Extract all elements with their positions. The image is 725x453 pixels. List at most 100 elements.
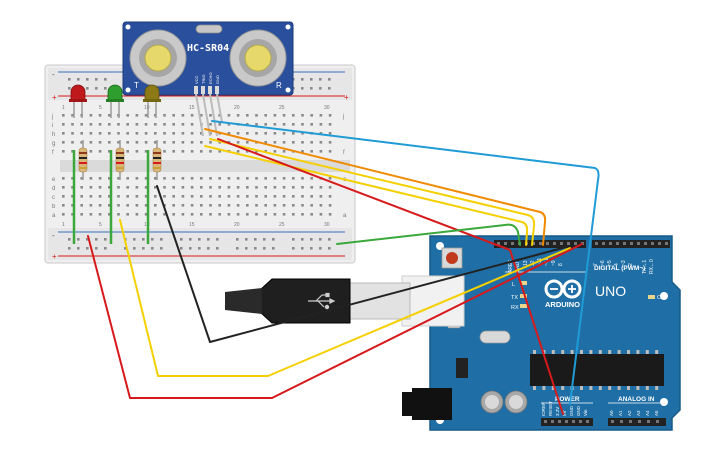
rail-hole — [68, 78, 71, 81]
rail-hole — [95, 247, 98, 250]
wire-black — [156, 185, 571, 343]
breadboard-hole — [209, 114, 212, 117]
breadboard-hole — [117, 132, 120, 135]
reset-button-cap[interactable] — [446, 252, 458, 264]
breadboard-hole — [273, 141, 277, 144]
rail-hole — [216, 247, 219, 250]
breadboard-hole — [236, 141, 240, 144]
breadboard-hole — [135, 132, 139, 135]
breadboard-hole — [80, 213, 83, 216]
rail-hole — [328, 87, 331, 90]
breadboard-hole — [301, 114, 304, 117]
breadboard-hole — [292, 195, 295, 198]
rail-hole — [236, 247, 239, 250]
header-pin — [647, 420, 650, 423]
breadboard-hole — [319, 186, 323, 189]
rail-hole — [86, 247, 89, 250]
breadboard-hole — [319, 150, 323, 153]
power-pin-label: RESET — [548, 401, 553, 416]
breadboard-hole — [89, 213, 93, 216]
analog-pin-label: A3 — [636, 410, 641, 416]
breadboard-hole — [172, 123, 175, 126]
analog-pin-label: A0 — [609, 410, 614, 416]
breadboard-hole — [200, 213, 203, 216]
breadboard-hole — [190, 114, 194, 117]
breadboard-hole — [227, 186, 231, 189]
breadboard-hole — [264, 114, 267, 117]
breadboard-hole — [273, 177, 277, 180]
breadboard-hole — [255, 186, 258, 189]
breadboard-hole — [62, 141, 65, 144]
sensor-pin — [194, 86, 198, 94]
breadboard-hole — [154, 177, 157, 180]
breadboard-hole — [126, 141, 129, 144]
breadboard-hole — [218, 186, 221, 189]
digital-pin-label: 13 — [523, 260, 529, 266]
breadboard-hole — [62, 186, 65, 189]
breadboard-hole — [227, 195, 231, 198]
on-led-label: ON — [657, 295, 665, 301]
power-pin-label: IOREF — [541, 402, 546, 416]
breadboard-hole — [200, 141, 203, 144]
breadboard-hole — [273, 213, 277, 216]
breadboard-hole — [135, 114, 139, 117]
breadboard-hole — [301, 204, 304, 207]
rail-hole — [68, 247, 71, 250]
breadboard-hole — [144, 213, 148, 216]
breadboard-hole — [89, 132, 93, 135]
rail-hole — [95, 78, 98, 81]
rail-plus-label-bottom: + — [52, 252, 57, 261]
breadboard-hole — [301, 195, 304, 198]
rail-holes-bottom — [68, 238, 331, 250]
breadboard-hole — [255, 213, 258, 216]
breadboard-hole — [200, 204, 203, 207]
breadboard-hole — [62, 114, 65, 117]
chip-pin — [598, 350, 602, 354]
breadboard-hole — [135, 123, 139, 126]
mount-hole — [285, 87, 291, 93]
rail-minus-label: - — [52, 70, 55, 79]
breadboard-hole — [117, 213, 120, 216]
rail-hole — [151, 247, 154, 250]
breadboard-hole — [126, 123, 129, 126]
header-pin — [565, 420, 568, 423]
rail-hole — [292, 238, 295, 241]
rx-led — [520, 304, 527, 308]
mount-hole — [660, 398, 668, 406]
breadboard-hole — [255, 114, 258, 117]
chip-pin — [627, 386, 630, 390]
chip-pin — [589, 350, 593, 354]
breadboard-hole — [264, 213, 267, 216]
rail-hole — [301, 238, 304, 241]
wire-blue — [211, 120, 600, 405]
chip-pin — [655, 386, 659, 390]
breadboard-hole — [282, 141, 286, 144]
breadboard-hole — [126, 177, 129, 180]
column-number: 30 — [324, 222, 330, 228]
breadboard-hole — [154, 195, 157, 198]
breadboard-hole — [190, 141, 194, 144]
rail-hole — [328, 247, 331, 250]
chip-pin — [589, 386, 593, 390]
breadboard-hole — [80, 186, 83, 189]
breadboard-hole — [255, 195, 258, 198]
digital-pin-label: ~6 — [600, 260, 606, 266]
breadboard-hole — [319, 195, 323, 198]
sensor-t-mark: T — [134, 81, 139, 90]
header-pin — [579, 420, 582, 423]
breadboard-hole — [154, 204, 157, 207]
breadboard-hole — [301, 213, 304, 216]
breadboard-hole — [80, 141, 83, 144]
breadboard-hole — [144, 195, 148, 198]
breadboard-hole — [282, 204, 286, 207]
breadboard-hole — [98, 114, 102, 117]
breadboard-hole — [80, 132, 83, 135]
usb-icon — [308, 292, 336, 310]
sensor-pin — [201, 86, 205, 94]
rail-hole — [207, 247, 210, 250]
transmitter-transducer — [129, 29, 187, 87]
dc-power-jack — [412, 388, 452, 420]
breadboard-hole — [144, 132, 148, 135]
breadboard-hole — [172, 213, 175, 216]
breadboard-hole — [319, 132, 323, 135]
